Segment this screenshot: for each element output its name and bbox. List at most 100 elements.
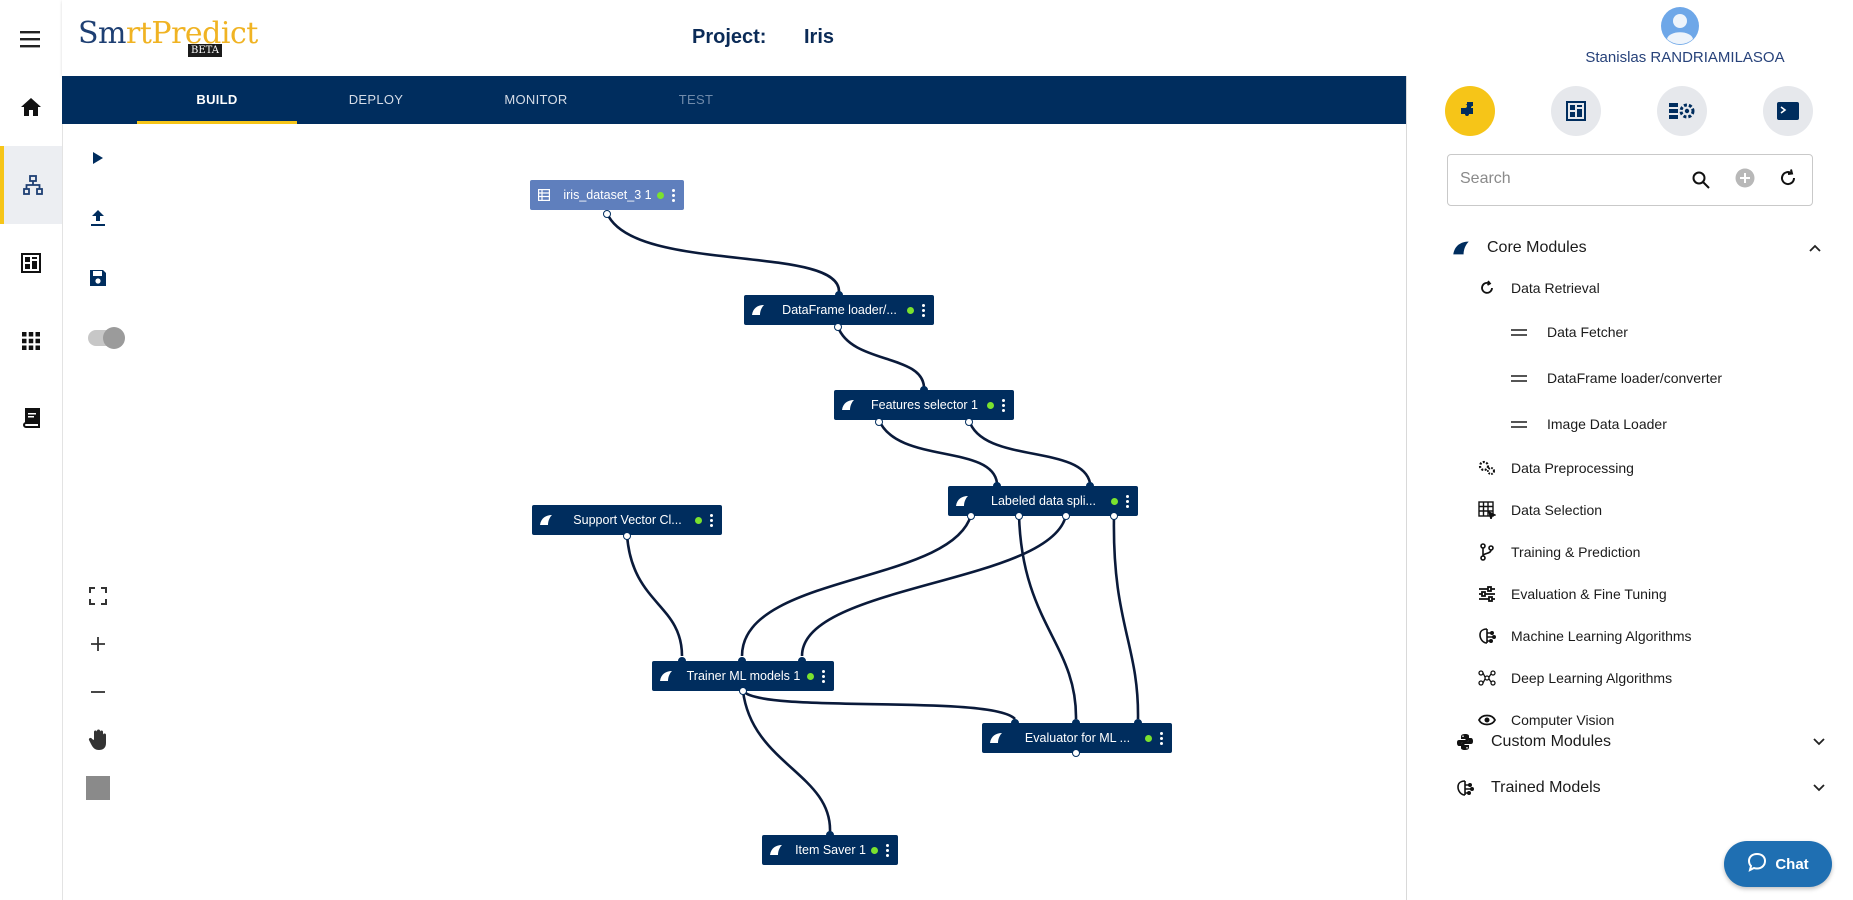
pipeline-canvas[interactable]: iris_dataset_3 1 DataFrame loader/... Fe…: [62, 124, 1406, 900]
play-icon[interactable]: [80, 140, 116, 176]
input-port[interactable]: [1134, 719, 1142, 727]
toggle-knob[interactable]: [103, 327, 125, 349]
pipeline-node-trainer[interactable]: Trainer ML models 1: [652, 661, 834, 691]
output-port[interactable]: [1062, 512, 1070, 520]
input-port[interactable]: [1086, 482, 1094, 490]
branch-icon: [1475, 543, 1499, 561]
dataset-tab-button[interactable]: [1551, 86, 1601, 136]
search-input[interactable]: [1458, 169, 1682, 189]
node-menu-icon[interactable]: [882, 843, 892, 857]
sliders-icon: [1475, 586, 1499, 602]
node-title: DataFrame loader/...: [782, 303, 897, 317]
category-core-modules[interactable]: Core Modules: [1447, 228, 1827, 268]
home-icon[interactable]: [0, 68, 62, 146]
subcategory-evaluation-fine-tuning[interactable]: Evaluation & Fine Tuning: [1475, 577, 1805, 611]
subcategory-data-preprocessing[interactable]: Data Preprocessing: [1475, 451, 1805, 485]
save-icon[interactable]: [80, 260, 116, 296]
edge-n2-n3: [836, 326, 926, 388]
subcategory-data-selection[interactable]: Data Selection: [1475, 493, 1805, 527]
subcategory-label: Machine Learning Algorithms: [1511, 628, 1692, 644]
subcategory-label: Computer Vision: [1511, 712, 1615, 728]
pipeline-node-features-selector[interactable]: Features selector 1: [834, 390, 1014, 420]
category-label: Trained Models: [1491, 779, 1601, 796]
input-port[interactable]: [993, 482, 1001, 490]
fullscreen-icon[interactable]: [80, 578, 116, 614]
chevron-down-icon[interactable]: [1807, 738, 1831, 746]
output-port[interactable]: [875, 418, 883, 426]
chat-button[interactable]: Chat: [1724, 841, 1832, 887]
module-item-dataframe-loader[interactable]: DataFrame loader/converter: [1511, 361, 1811, 395]
zoom-in-icon[interactable]: [80, 626, 116, 662]
edge-n3-n5b: [967, 419, 1092, 484]
node-title: Support Vector Cl...: [573, 513, 682, 527]
apps-icon[interactable]: [0, 302, 62, 380]
input-port[interactable]: [738, 657, 746, 665]
output-port[interactable]: [1015, 512, 1023, 520]
output-port[interactable]: [623, 532, 631, 540]
input-port[interactable]: [1072, 719, 1080, 727]
pipeline-node-dataframe-loader[interactable]: DataFrame loader/...: [744, 295, 934, 325]
flow-icon[interactable]: [0, 146, 62, 224]
category-trained-models[interactable]: Trained Models: [1451, 768, 1831, 808]
node-menu-icon[interactable]: [706, 513, 716, 527]
hand-icon[interactable]: [80, 722, 116, 758]
output-port[interactable]: [1110, 512, 1118, 520]
category-custom-modules[interactable]: Custom Modules: [1451, 722, 1831, 762]
input-port[interactable]: [678, 657, 686, 665]
status-dot: [1111, 497, 1118, 505]
add-circle-icon[interactable]: [1734, 167, 1756, 189]
output-port[interactable]: [967, 512, 975, 520]
pipeline-node-labeled-data-splitter[interactable]: Labeled data spli...: [948, 486, 1138, 516]
subcategory-data-retrieval[interactable]: Data Retrieval: [1475, 271, 1805, 305]
node-menu-icon[interactable]: [918, 303, 928, 317]
input-port[interactable]: [798, 657, 806, 665]
upload-icon[interactable]: [80, 200, 116, 236]
node-menu-icon[interactable]: [998, 398, 1008, 412]
tab-monitor[interactable]: MONITOR: [504, 92, 568, 107]
pipeline-node-item-saver[interactable]: Item Saver 1: [762, 835, 898, 865]
node-menu-icon[interactable]: [818, 669, 828, 683]
input-port[interactable]: [835, 291, 843, 299]
book-icon[interactable]: [0, 380, 62, 458]
console-tab-button[interactable]: [1763, 86, 1813, 136]
user-avatar-icon[interactable]: [1660, 6, 1700, 46]
pipeline-node-dataset[interactable]: iris_dataset_3 1: [530, 180, 684, 210]
module-label: Data Fetcher: [1547, 324, 1628, 340]
category-label: Custom Modules: [1491, 733, 1612, 750]
output-port[interactable]: [834, 323, 842, 331]
output-port[interactable]: [603, 210, 611, 218]
chevron-down-icon[interactable]: [1807, 784, 1831, 792]
tab-build[interactable]: BUILD: [137, 76, 297, 124]
module-icon: [982, 732, 1010, 744]
module-item-data-fetcher[interactable]: Data Fetcher: [1511, 315, 1811, 349]
subcategory-machine-learning[interactable]: Machine Learning Algorithms: [1475, 619, 1805, 653]
modules-tab-button[interactable]: [1445, 86, 1495, 136]
input-port[interactable]: [920, 386, 928, 394]
settings-tab-button[interactable]: [1657, 86, 1707, 136]
menu-icon[interactable]: [0, 0, 62, 78]
output-port[interactable]: [965, 418, 973, 426]
user-name[interactable]: Stanislas RANDRIAMILASOA: [1585, 49, 1785, 66]
node-menu-icon[interactable]: [1156, 731, 1166, 745]
input-port[interactable]: [1011, 719, 1019, 727]
tab-deploy[interactable]: DEPLOY: [348, 92, 404, 107]
pipeline-node-support-vector[interactable]: Support Vector Cl...: [532, 505, 722, 535]
search-icon[interactable]: [1690, 169, 1712, 191]
module-item-image-data-loader[interactable]: Image Data Loader: [1511, 407, 1811, 441]
chevron-up-icon[interactable]: [1803, 244, 1827, 252]
subcategory-training-prediction[interactable]: Training & Prediction: [1475, 535, 1805, 569]
zoom-out-icon[interactable]: [80, 674, 116, 710]
subcategory-computer-vision[interactable]: Computer Vision: [1475, 703, 1805, 737]
smartpredict-logo[interactable]: SmrtPredict BETA: [78, 16, 258, 57]
dashboard-icon[interactable]: [0, 224, 62, 302]
output-port[interactable]: [739, 687, 747, 695]
node-menu-icon[interactable]: [1122, 494, 1132, 508]
input-port[interactable]: [826, 831, 834, 839]
tab-test: TEST: [678, 92, 714, 107]
stop-icon[interactable]: [80, 770, 116, 806]
refresh-icon[interactable]: [1777, 167, 1799, 189]
subcategory-deep-learning[interactable]: Deep Learning Algorithms: [1475, 661, 1805, 695]
pipeline-node-evaluator[interactable]: Evaluator for ML ...: [982, 723, 1172, 753]
node-menu-icon[interactable]: [668, 188, 678, 202]
output-port[interactable]: [1072, 749, 1080, 757]
